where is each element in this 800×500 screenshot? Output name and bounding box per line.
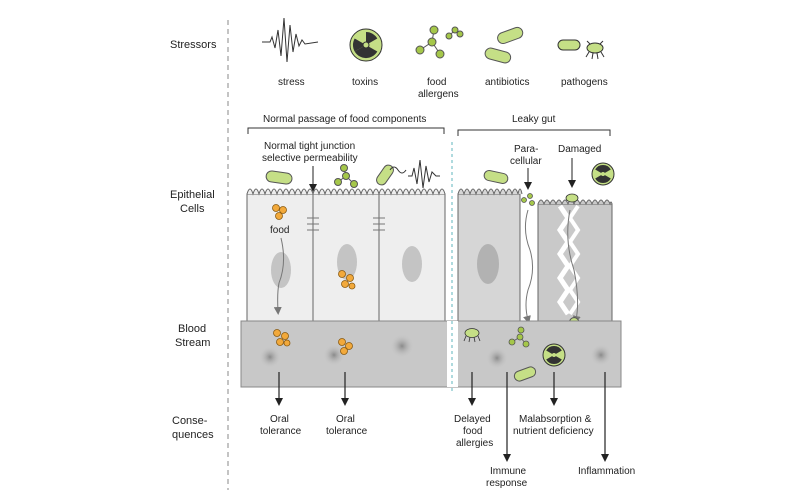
consequence-oral-1b: tolerance [260,426,302,437]
normal-section-bracket [247,127,445,134]
row-label-stressors: Stressors [170,39,217,51]
pathogen-tail-icon [389,166,407,174]
tight-junction-label-1: Normal tight junction [264,141,355,152]
blood-cells [259,334,612,369]
leaky-radiation-icon [591,162,615,186]
stressor-label-pathogens: pathogens [561,77,608,88]
section-label-leaky: Leaky gut [512,114,556,125]
radiation-icon [349,28,383,62]
blood-molecule-icon [508,326,530,348]
row-label-blood-1: Blood [178,323,206,335]
row-label-blood-2: Stream [175,337,210,349]
consequence-inflammation: Inflammation [578,466,635,477]
lumen-pathogen-icon [376,164,394,186]
paracellular-leak-arrow [523,209,534,324]
section-label-normal: Normal passage of food components [263,114,426,125]
leaky-section-bracket [457,129,611,136]
damaged-leak-arrow [567,209,581,324]
stressor-label-food: food [427,77,446,88]
blood-pill-icon [513,366,537,382]
stressor-label-toxins: toxins [352,77,378,88]
consequence-oral-2b: tolerance [326,426,368,437]
row-label-epithelial-1: Epithelial [170,189,215,201]
leaky-epithelial-cells [457,188,613,323]
food-molecule-icon [272,204,287,220]
blood-radiation-icon [542,343,566,367]
paracellular-label-2: cellular [510,156,542,167]
consequence-delayed-2: food [463,426,482,437]
paracellular-molecule-icon [521,193,535,206]
consequence-oral-2a: Oral [336,414,355,425]
stressor-label-allergens: allergens [418,89,459,100]
blood-food-molecule-icon [273,329,353,355]
lumen-molecule-icon [334,164,358,188]
food-allergen-molecule-icon [415,25,464,59]
pathogen-bacteria-icon [557,39,605,60]
consequence-delayed-3: allergies [456,438,493,449]
stress-icon [262,17,319,63]
stressor-label-stress: stress [278,77,305,88]
blood-pathogen-icon [463,328,481,343]
consequence-immune-1: Immune [490,466,527,477]
consequence-malabsorption-2: nutrient deficiency [513,426,594,437]
antibiotic-pill-icon [484,26,524,64]
consequence-oral-1a: Oral [270,414,289,425]
row-label-epithelial-2: Cells [180,203,205,215]
row-label-conseq-2: quences [172,429,214,441]
row-label-conseq-1: Conse- [172,415,208,427]
lumen-pill-icon [265,170,293,185]
tight-junction-label-2: selective permeability [262,153,358,164]
leaky-pill-icon [483,170,509,184]
consequence-delayed-1: Delayed [454,414,491,425]
stressor-label-antibiotics: antibiotics [485,77,529,88]
paracellular-label-1: Para- [514,144,538,155]
lumen-stress-icon [408,159,440,189]
consequence-arrows [275,372,609,462]
damaged-pathogen-icon [565,193,579,203]
consequence-malabsorption-1: Malabsorption & [519,414,592,425]
food-molecule-in-cell-icon [338,270,356,290]
damaged-label: Damaged [558,144,601,155]
food-transport-arrow [273,237,285,315]
food-label: food [270,225,289,236]
consequence-immune-2: response [486,478,528,489]
